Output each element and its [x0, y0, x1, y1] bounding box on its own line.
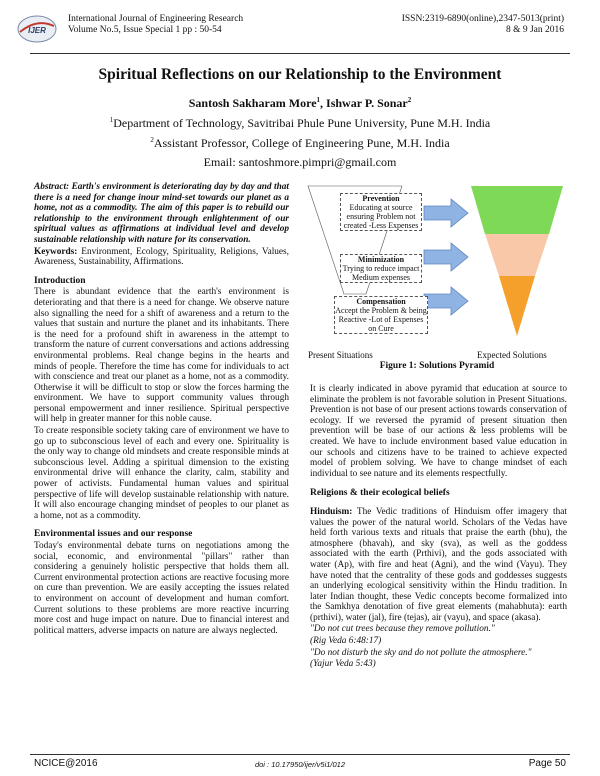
- quote-1-source: (Rig Veda 6:48:17): [310, 636, 382, 647]
- aff2-text: Assistant Professor, College of Engineer…: [153, 136, 450, 150]
- keywords: Keywords: Environment, Ecology, Spiritua…: [34, 247, 289, 268]
- author-sep: ,: [320, 96, 327, 110]
- compensation-text: Accept the Problem & being Reactive -Lot…: [335, 306, 427, 333]
- intro-paragraph-1: There is abundant evidence that the eart…: [34, 287, 289, 425]
- footer-doi: doi : 10.17950/ijer/v5i1/012: [254, 760, 346, 769]
- footer-rule: [30, 754, 570, 755]
- issue-date: 8 & 9 Jan 2016: [505, 25, 564, 35]
- pyramid-discussion: It is clearly indicated in above pyramid…: [310, 384, 567, 479]
- paper-title: Spiritual Reflections on our Relationshi…: [98, 66, 502, 83]
- author-1: Santosh Sakharam More: [188, 96, 317, 110]
- left-column: Abstract: Earth's environment is deterio…: [34, 182, 289, 637]
- hinduism-label: Hinduism:: [310, 506, 353, 517]
- issn-info: ISSN:2319-6890(online),2347-5013(print) …: [402, 14, 564, 36]
- svg-text:IJER: IJER: [28, 26, 46, 35]
- journal-info: International Journal of Engineering Res…: [68, 14, 243, 36]
- footer-page-number: Page 50: [528, 758, 566, 769]
- issn: ISSN:2319-6890(online),2347-5013(print): [401, 14, 564, 24]
- quote-2-source: (Yajur Veda 5:43): [310, 659, 376, 670]
- author-2: Ishwar P. Sonar: [326, 96, 408, 110]
- figure-caption: Figure 1: Solutions Pyramid: [379, 361, 495, 371]
- header-rule: [30, 53, 570, 54]
- quote-2: "Do not disturb the sky and do not pollu…: [310, 647, 532, 658]
- prevention-box: Prevention Educating at source ensuring …: [340, 193, 422, 231]
- minimization-box: Minimization Trying to reduce impact Med…: [340, 254, 422, 283]
- pyramid-top-layer: [471, 186, 563, 234]
- prevention-text: Educating at source ensuring Problem not…: [343, 203, 419, 230]
- aff1-text: Department of Technology, Savitribai Phu…: [113, 116, 491, 130]
- intro-paragraph-2: To create responsible society taking car…: [34, 426, 289, 521]
- affiliation-1: 1Department of Technology, Savitribai Ph…: [0, 116, 600, 131]
- abstract: Abstract: Earth's environment is deterio…: [34, 182, 289, 245]
- expected-solutions-label: Expected Solutions: [477, 350, 547, 360]
- env-issues-heading: Environmental issues and our response: [34, 529, 193, 540]
- volume-info: Volume No.5, Issue Special 1 pp : 50-54: [68, 25, 222, 35]
- affiliation-2: 2Assistant Professor, College of Enginee…: [0, 136, 600, 151]
- arrow-minimization: [423, 242, 469, 272]
- author-line: Santosh Sakharam More1, Ishwar P. Sonar2: [0, 96, 600, 111]
- aff2-sup: 2: [150, 136, 154, 144]
- arrow-prevention: [423, 198, 469, 228]
- author-email: Email: santoshmore.pimpri@gmail.com: [203, 155, 397, 169]
- minimization-title: Minimization: [357, 255, 405, 264]
- solutions-pyramid-figure: [307, 185, 563, 336]
- pyramid-bottom-layer: [499, 276, 535, 336]
- quote-1: "Do not cut trees because they remove po…: [310, 624, 495, 635]
- present-situations-label: Present Situations: [308, 350, 373, 360]
- hinduism-paragraph: Hinduism: The Vedic traditions of Hindui…: [310, 507, 567, 624]
- author-2-sup: 2: [407, 96, 412, 104]
- prevention-title: Prevention: [362, 194, 400, 203]
- compensation-box: Compensation Accept the Problem & being …: [334, 296, 428, 334]
- page-header: IJER International Journal of Engineerin…: [0, 14, 600, 54]
- arrow-compensation: [423, 286, 469, 316]
- pyramid-middle-layer: [485, 234, 549, 276]
- minimization-text: Trying to reduce impact Medium expenses: [342, 264, 420, 282]
- hinduism-text: The Vedic traditions of Hinduism offer i…: [310, 506, 567, 623]
- journal-logo: IJER: [17, 15, 57, 43]
- env-issues-paragraph: Today's environmental debate turns on ne…: [34, 541, 289, 636]
- compensation-title: Compensation: [356, 297, 406, 306]
- keywords-label: Keywords:: [34, 246, 78, 257]
- intro-heading: Introduction: [34, 275, 86, 286]
- religions-heading: Religions & their ecological beliefs: [310, 488, 450, 499]
- footer-conference: NCICE@2016: [34, 758, 98, 769]
- journal-name: International Journal of Engineering Res…: [68, 14, 244, 24]
- right-column: It is clearly indicated in above pyramid…: [310, 384, 567, 671]
- keywords-text: Environment, Ecology, Spirituality, Reli…: [34, 246, 289, 268]
- aff1-sup: 1: [109, 116, 114, 124]
- author-1-sup: 1: [316, 96, 321, 104]
